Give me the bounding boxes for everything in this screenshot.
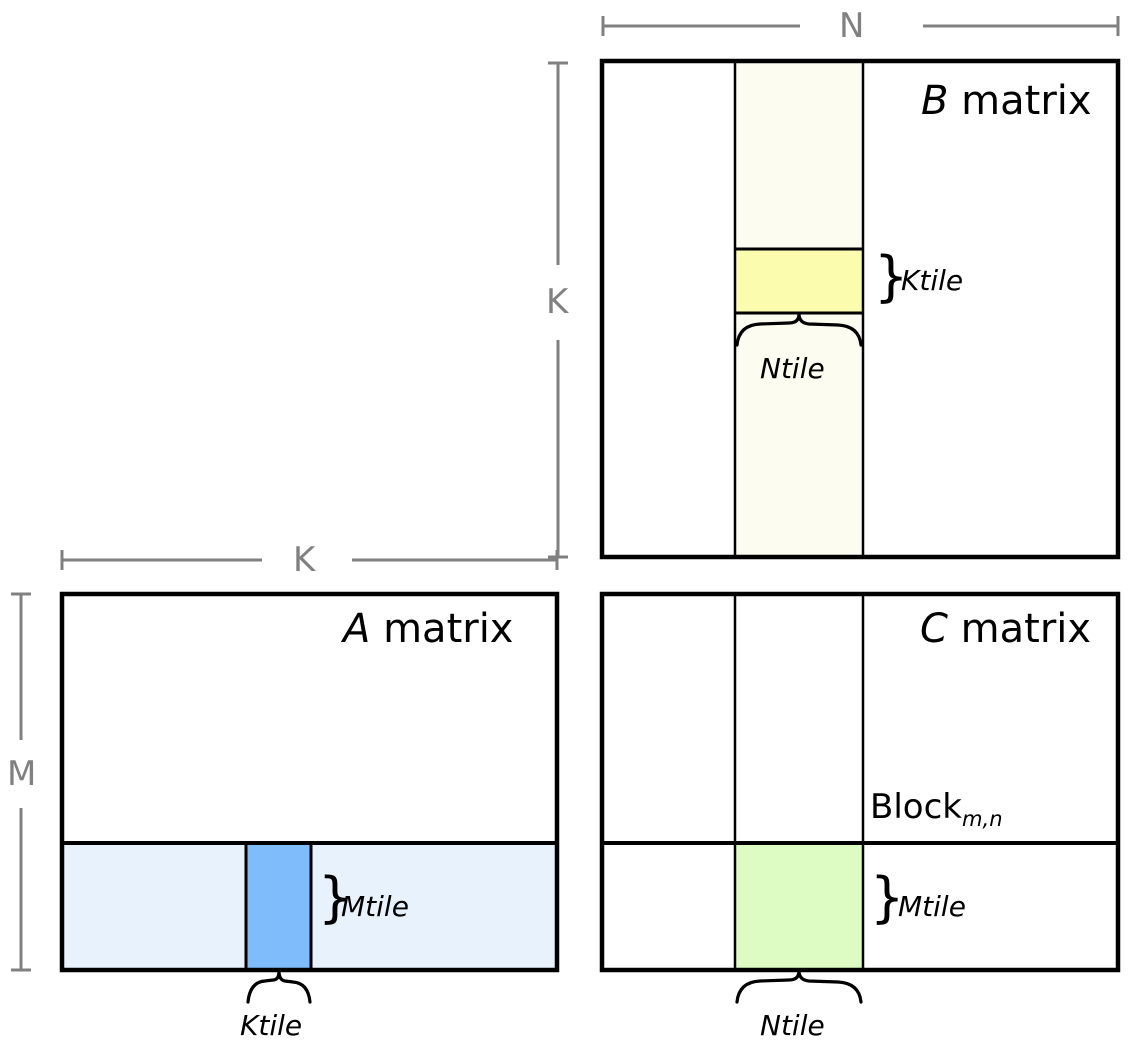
b-matrix-title-symbol: B <box>921 78 949 124</box>
m-dimension-marker <box>11 592 31 972</box>
c-matrix-title-symbol: C <box>920 606 948 652</box>
n-dimension-label: N <box>839 6 865 46</box>
a-ktile-tile <box>246 843 311 970</box>
a-matrix-title: A matrix <box>343 609 513 649</box>
b-matrix-outline <box>599 58 1121 560</box>
b-ktile-brace-glyph: } <box>874 245 909 308</box>
a-matrix-title-symbol: A <box>343 606 371 652</box>
a-ktile-label: Ktile <box>240 1009 303 1042</box>
c-block-label-main: Block <box>870 787 962 827</box>
b-ntile-label: Ntile <box>760 352 825 385</box>
c-ntile-label: Ntile <box>760 1009 825 1042</box>
c-matrix-title-word: matrix <box>947 606 1092 652</box>
k-horizontal-dimension-marker <box>60 550 559 570</box>
a-mtile-label: Mtile <box>341 890 409 923</box>
c-ntile-brace <box>735 970 863 1004</box>
c-matrix-title: C matrix <box>920 609 1091 649</box>
a-mtile-brace-glyph: } <box>318 866 353 929</box>
a-matrix-title-word: matrix <box>370 606 514 652</box>
c-block-label-subscript: m,n <box>961 805 1003 831</box>
a-matrix-outline <box>59 591 560 973</box>
b-ntile-brace <box>735 313 863 347</box>
c-mtile-brace-glyph: } <box>870 866 905 929</box>
k-horizontal-dimension-label: K <box>293 540 316 580</box>
m-dimension-label: M <box>7 754 37 794</box>
a-matrix-group <box>59 591 560 1004</box>
c-block-label: Blockm,n <box>870 790 1003 829</box>
b-matrix-title: B matrix <box>921 81 1092 121</box>
n-dimension-marker <box>601 16 1120 36</box>
k-vertical-dimension-label: K <box>546 282 569 322</box>
a-ktile-brace <box>246 970 312 1004</box>
b-ktile-label: Ktile <box>901 264 964 297</box>
c-tile <box>735 843 863 970</box>
c-matrix-outline <box>599 591 1121 973</box>
c-matrix-group <box>599 591 1121 1004</box>
b-matrix-title-word: matrix <box>948 78 1092 124</box>
k-vertical-dimension-marker <box>548 61 568 559</box>
b-matrix-group <box>599 58 1121 560</box>
c-mtile-label: Mtile <box>898 890 966 923</box>
b-ktile-tile <box>735 249 863 313</box>
